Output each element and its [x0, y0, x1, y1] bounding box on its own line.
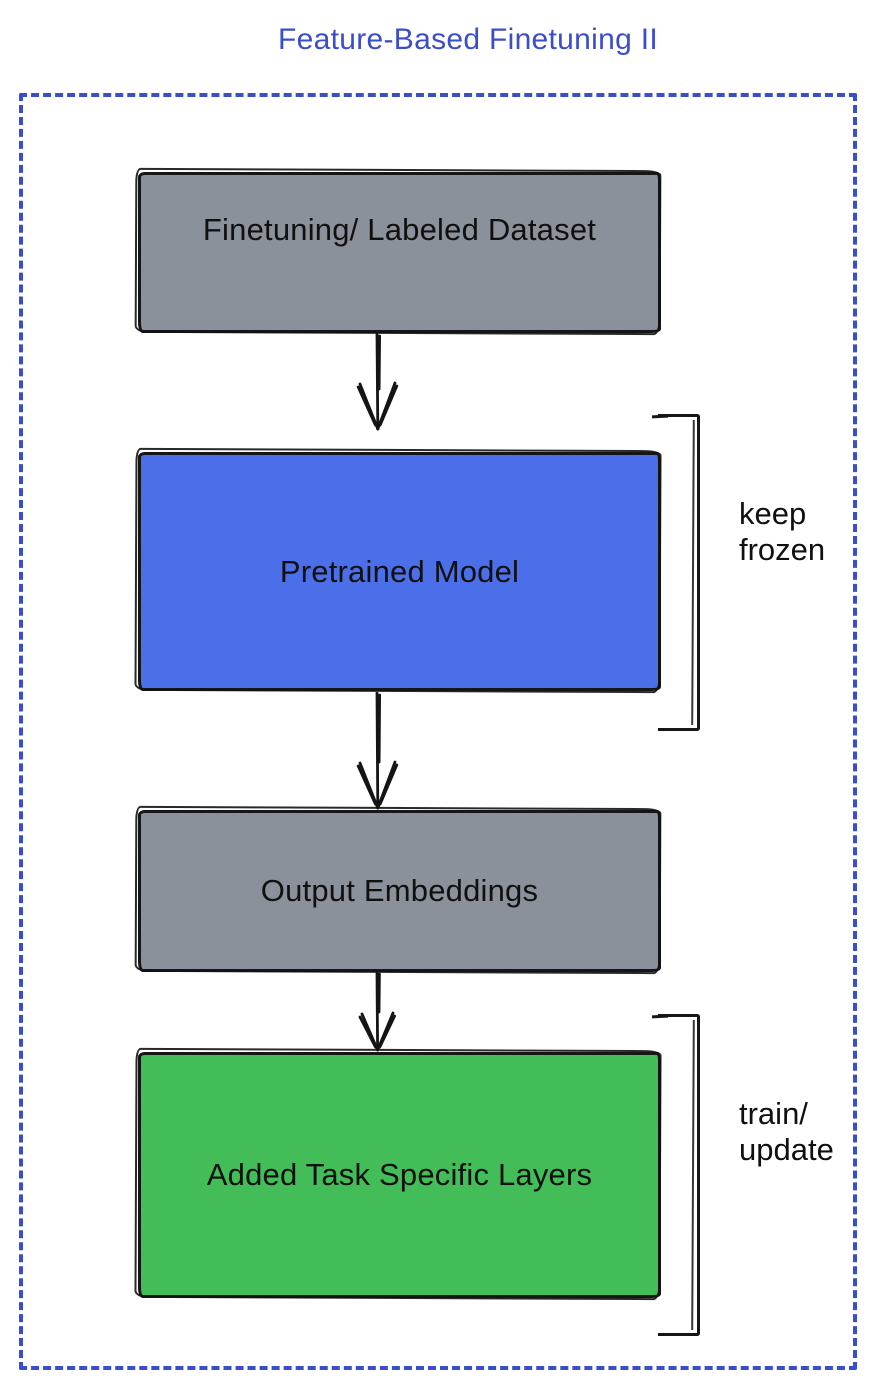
diagram-title: Feature-Based Finetuning II — [278, 23, 658, 56]
flow-arrow-dataset-to-model — [356, 333, 399, 431]
annotation-keep-frozen: keep frozen — [739, 496, 826, 567]
node-task-specific-layers-label: Added Task Specific Layers — [206, 1157, 593, 1192]
node-finetuning-dataset: Finetuning/ Labeled Dataset — [138, 172, 661, 333]
flow-arrow-embeddings-to-layers — [358, 972, 396, 1052]
node-task-specific-layers: Added Task Specific Layers — [138, 1052, 661, 1298]
flow-arrow-model-to-embeddings — [356, 692, 399, 810]
node-output-embeddings-label: Output Embeddings — [260, 873, 539, 908]
node-pretrained-model-label: Pretrained Model — [279, 553, 520, 589]
annotation-train-update: train/ update — [739, 1096, 834, 1167]
bracket-train-update — [658, 1014, 700, 1336]
dashed-frame — [19, 93, 857, 1370]
node-finetuning-dataset-label: Finetuning/ Labeled Dataset — [202, 211, 597, 247]
node-pretrained-model: Pretrained Model — [138, 452, 661, 691]
node-output-embeddings: Output Embeddings — [138, 810, 661, 972]
bracket-keep-frozen — [658, 414, 700, 731]
